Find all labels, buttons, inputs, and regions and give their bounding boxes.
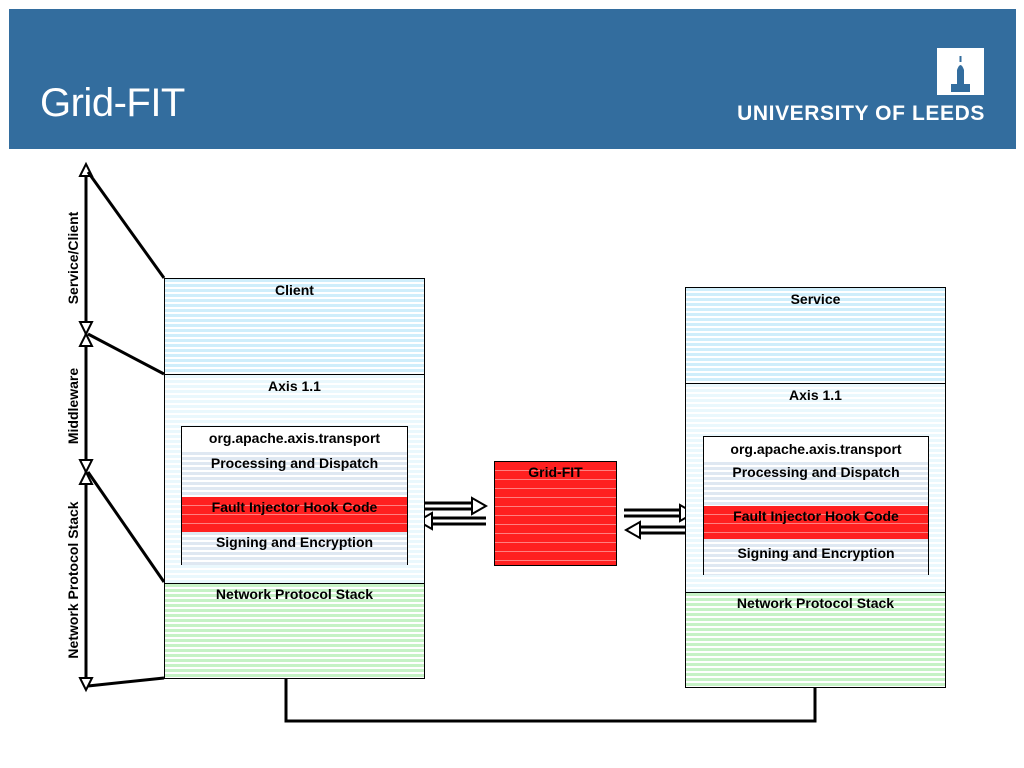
service-app-layer: Service (685, 287, 946, 384)
client-signing-block: Signing and Encryption (182, 532, 407, 565)
side-label-middleware: Middleware (65, 367, 81, 445)
university-logo-text: UNIVERSITY OF LEEDS (737, 102, 985, 125)
service-transport-box: org.apache.axis.transport Processing and… (703, 436, 929, 575)
header-bar: Grid-FIT UNIVERSITY OF LEEDS (9, 9, 1016, 149)
client-hook-label: Fault Injector Hook Code (211, 499, 378, 515)
client-transport-box: org.apache.axis.transport Processing and… (181, 426, 408, 565)
scale-tick-2 (78, 331, 94, 347)
client-app-layer: Client (164, 278, 425, 375)
gridfit-to-client-arrow (415, 511, 486, 531)
service-middleware-label: Axis 1.1 (789, 387, 842, 403)
client-fault-injector-hook: Fault Injector Hook Code (182, 497, 407, 532)
service-signing-label: Signing and Encryption (737, 545, 895, 561)
network-link (284, 678, 817, 723)
client-network-layer: Network Protocol Stack (164, 583, 425, 679)
client-to-gridfit-arrow (416, 496, 489, 516)
diagonal-1 (86, 171, 166, 279)
scale-tick-1 (78, 321, 94, 337)
client-processing-block: Processing and Dispatch (182, 452, 407, 497)
page-title: Grid-FIT (40, 81, 185, 125)
client-app-label: Client (275, 282, 314, 298)
service-network-label: Network Protocol Stack (736, 595, 895, 611)
gridfit-box: Grid-FIT (494, 461, 617, 566)
diagonal-4 (87, 676, 165, 688)
client-signing-label: Signing and Encryption (215, 534, 374, 550)
service-processing-block: Processing and Dispatch (704, 462, 928, 506)
client-processing-label: Processing and Dispatch (210, 455, 379, 471)
university-logo-icon (937, 48, 984, 95)
service-processing-label: Processing and Dispatch (732, 464, 900, 480)
side-label-network-stack: Network Protocol Stack (65, 501, 81, 659)
service-network-layer: Network Protocol Stack (685, 592, 946, 688)
tower-icon (937, 48, 984, 95)
service-fault-injector-hook: Fault Injector Hook Code (704, 506, 928, 539)
scale-arrow-bottom (78, 677, 94, 693)
service-app-label: Service (790, 291, 841, 307)
client-network-label: Network Protocol Stack (215, 586, 374, 602)
diagonal-3 (86, 471, 166, 583)
client-transport-label: org.apache.axis.transport (208, 430, 381, 446)
gridfit-label: Grid-FIT (528, 464, 583, 480)
service-transport-label: org.apache.axis.transport (730, 441, 902, 457)
side-label-service-client: Service/Client (65, 211, 81, 305)
client-middleware-label: Axis 1.1 (268, 378, 321, 394)
scale-tick-4 (78, 469, 94, 485)
service-signing-block: Signing and Encryption (704, 539, 928, 575)
diagonal-2 (87, 332, 165, 376)
service-hook-label: Fault Injector Hook Code (733, 508, 899, 524)
gridfit-to-service-arrow (624, 503, 697, 523)
service-to-gridfit-arrow (623, 520, 694, 540)
scale-tick-3 (78, 459, 94, 475)
